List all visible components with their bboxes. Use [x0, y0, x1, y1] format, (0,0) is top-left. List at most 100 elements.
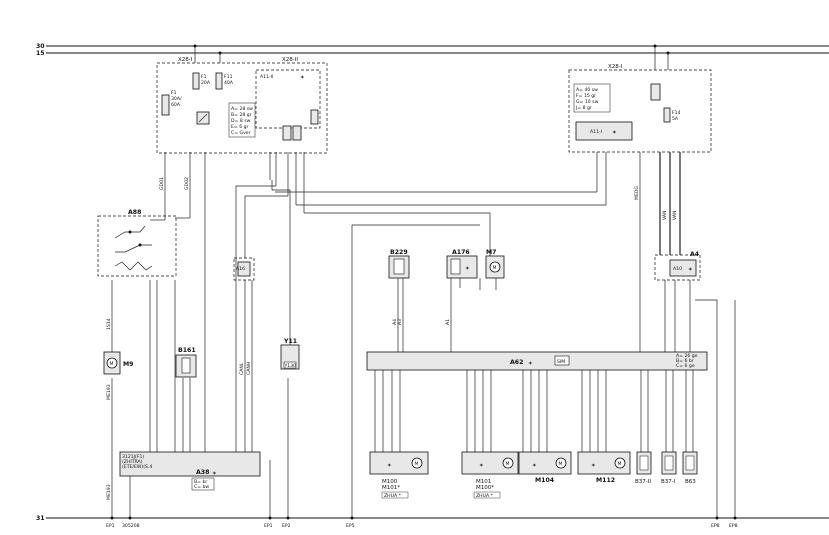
legend-row: D= 8 sw — [231, 118, 251, 124]
wire-label: ME193 — [106, 484, 112, 500]
component-label: M104 — [535, 477, 555, 484]
component-label: B229 — [390, 249, 408, 256]
wire-label: CANL — [239, 362, 245, 375]
rail-31: 31 — [36, 515, 829, 522]
legend-row: C= bw — [194, 484, 209, 490]
legend-row: J= 8 gr — [575, 105, 592, 111]
fuse-box-right-label: X28-II — [282, 57, 298, 63]
ground-point-label: EP8 — [711, 523, 720, 529]
component-label: A62 — [510, 359, 523, 366]
wire-label: VAN — [672, 211, 678, 220]
control-unit-icon: ✶ — [212, 470, 217, 477]
module-a16: A16 — [233, 257, 255, 281]
fuse-f11-label: F11 — [224, 74, 233, 80]
legend-row: B= 6 br — [676, 358, 694, 364]
connector-row: (ETE/EW)(S.4 — [122, 464, 152, 470]
motor-icon: M — [618, 461, 622, 467]
valve-y130-label: Y130 — [284, 363, 297, 369]
control-unit-icon: ✶ — [479, 462, 484, 469]
component-label: M112 — [596, 477, 615, 484]
control-unit-icon: ✶ — [300, 74, 305, 81]
ground-point-label: EP5 — [346, 523, 355, 529]
motor-icon: M — [506, 461, 510, 467]
control-unit-icon: ✶ — [528, 360, 533, 367]
component-label: Y11 — [283, 338, 297, 345]
motor-icon: M — [559, 461, 563, 467]
legend-row: E= 6 gr — [231, 124, 249, 130]
legend-row: F= 15 gr — [576, 93, 596, 99]
motor-icon: M — [493, 265, 497, 271]
a62-tag: SIM — [557, 359, 565, 365]
connector-a38: 3121J(F1) (ZHITRA) (ETE/EW)(S.4 A38 ✶ B=… — [119, 451, 261, 491]
fuse-box-right-main-label: X28-I — [608, 64, 623, 70]
wire-label: CANH — [246, 362, 252, 375]
fuse-box-left-legend: A= 28 sw B= 28 gr D= 8 sw E= 6 gr C= Gve… — [228, 102, 256, 138]
wire-label: VAN — [662, 211, 668, 220]
component-label: B37-II — [635, 479, 651, 485]
component-label: B37-I — [661, 479, 676, 485]
component-label: A176 — [452, 249, 470, 256]
legend-row: A= 40 sw — [576, 87, 598, 93]
injector-m112: ✶ M M112 — [577, 451, 631, 484]
legend-row: B= br — [194, 479, 207, 485]
sensor-b229: B229 — [388, 249, 410, 279]
component-label: B63 — [685, 479, 696, 485]
fuse-f1-label: F1 — [171, 90, 177, 96]
ground-points: EP1 305208 EP1 EP2 EP5 EP8 EP8 — [106, 300, 738, 529]
control-unit-a62: A62 ✶ SIM A= 26 ge B= 6 br C= 6 ge — [366, 351, 708, 452]
wire-label: MEDG — [634, 186, 640, 200]
fuse-box-left-label: X28-I — [178, 57, 193, 63]
motor-m7: M7 M — [485, 249, 505, 279]
fuse-f1-rating-2: 60A — [171, 102, 181, 108]
module-a4: A4 A10 ✶ — [654, 251, 701, 281]
injector-m100: ✶ M M100 M101* ZHUA * — [369, 451, 429, 499]
module-a10-label: A10 — [673, 266, 682, 272]
component-note: ZHUA * — [384, 493, 402, 499]
wire-label: GD02 — [184, 177, 190, 190]
wire-label: A4 — [392, 319, 398, 325]
legend-row: A= 26 ge — [676, 353, 698, 359]
component-label: A4 — [690, 251, 700, 258]
rail-31-label: 31 — [36, 515, 45, 522]
control-unit-icon: ✶ — [688, 266, 693, 273]
legend-row: C= 6 ge — [676, 363, 695, 369]
component-label-alt: M100* — [476, 485, 494, 491]
component-label: M101 — [476, 479, 491, 485]
wire-label: 1S14 — [106, 318, 112, 330]
connector-row: (ZHITRA) — [122, 459, 143, 465]
component-label: A16 — [236, 266, 245, 272]
injector-m104: ✶ M M104 — [518, 451, 572, 484]
ground-point-label: EP1 — [264, 523, 273, 529]
motor-icon: M — [110, 361, 114, 367]
component-note: ZHUA * — [476, 493, 494, 499]
component-label-alt: M101* — [382, 485, 400, 491]
sensor-b37-i: B37-I — [661, 451, 677, 485]
sensor-b161: B161 — [175, 347, 197, 378]
rail-15: 15 — [36, 50, 829, 57]
fuse-box-x28-right: X28-I A= 40 sw F= 15 gr G= 10 sw J= 8 gr… — [568, 64, 712, 153]
component-label: M7 — [486, 249, 496, 256]
legend-row: B= 28 gr — [231, 112, 252, 118]
wiring-harness — [111, 152, 718, 518]
control-unit-icon: ✶ — [612, 129, 617, 136]
ground-point-label: 305208 — [122, 523, 140, 529]
legend-row: G= 10 sw — [576, 99, 599, 105]
control-unit-icon: ✶ — [465, 265, 470, 272]
relay-a11-i-label: A11-I — [590, 129, 602, 135]
control-unit-icon: ✶ — [532, 462, 537, 469]
rail-30: 30 — [36, 43, 829, 50]
component-label: M100 — [382, 479, 398, 485]
fuse-fp1-rating: 20A — [201, 80, 211, 86]
relay-a11-ii-label: A11-II — [260, 74, 273, 80]
sensor-b37-ii: B37-II — [635, 451, 652, 485]
legend-row: A= 28 sw — [231, 106, 253, 112]
valve-y11: Y11 Y130 — [280, 338, 300, 370]
component-label: B161 — [178, 347, 196, 354]
ground-point-label: EP1 — [106, 523, 115, 529]
wire-label: GD01 — [159, 177, 165, 190]
rail-taps — [193, 44, 670, 70]
ground-point-label: EP8 — [729, 523, 738, 529]
component-label: A88 — [128, 209, 141, 216]
